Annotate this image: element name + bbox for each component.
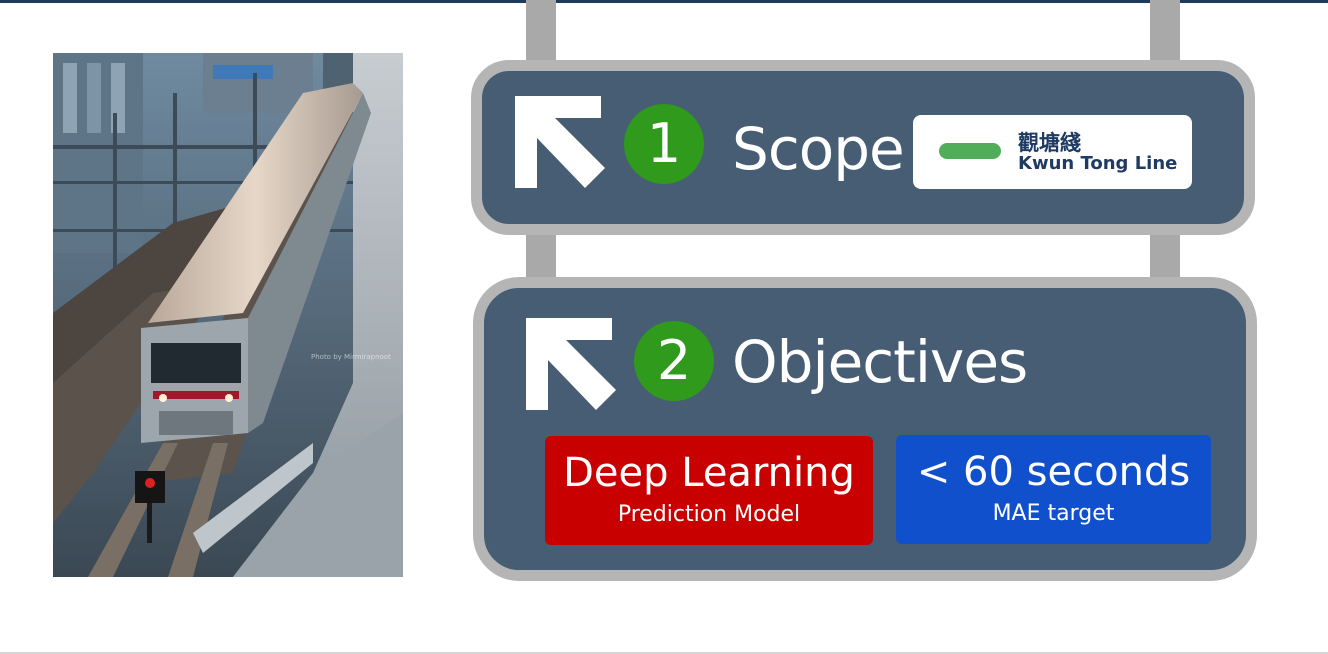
- objective-card-mae-target: < 60 seconds MAE target: [896, 435, 1211, 544]
- line-name-chinese: 觀塘綫: [1018, 131, 1081, 155]
- photo-credit: Photo by Mirmirapnoot: [311, 353, 391, 361]
- train-photo: Photo by Mirmirapnoot: [53, 53, 403, 577]
- sign-post-left-lower: [526, 231, 556, 283]
- objectives-number-badge: 2: [634, 321, 714, 401]
- sign-post-right-upper: [1150, 0, 1180, 64]
- sign-post-right-lower: [1150, 231, 1180, 283]
- arrow-up-left-icon: [526, 318, 616, 410]
- objective-card-main: < 60 seconds: [916, 449, 1191, 495]
- objectives-sign: 2 Objectives Deep Learning Prediction Mo…: [473, 277, 1257, 581]
- scope-number-badge: 1: [624, 104, 704, 184]
- objectives-title: Objectives: [732, 328, 1028, 396]
- arrow-up-left-icon: [515, 96, 605, 188]
- objective-card-sub: Prediction Model: [617, 502, 801, 527]
- objective-card-main: Deep Learning: [563, 450, 855, 496]
- objective-card-deep-learning: Deep Learning Prediction Model: [545, 436, 873, 545]
- line-name-english: Kwun Tong Line: [1018, 153, 1178, 174]
- sign-post-left-upper: [526, 0, 556, 64]
- scope-sign: 1 Scope 觀塘綫 Kwun Tong Line: [471, 60, 1255, 235]
- objective-card-sub: MAE target: [992, 501, 1115, 526]
- line-color-bar: [939, 143, 1001, 159]
- top-rule: [0, 0, 1328, 3]
- bottom-rule: [0, 652, 1328, 654]
- kwun-tong-line-badge: 觀塘綫 Kwun Tong Line: [913, 115, 1192, 189]
- scope-title: Scope: [732, 115, 905, 183]
